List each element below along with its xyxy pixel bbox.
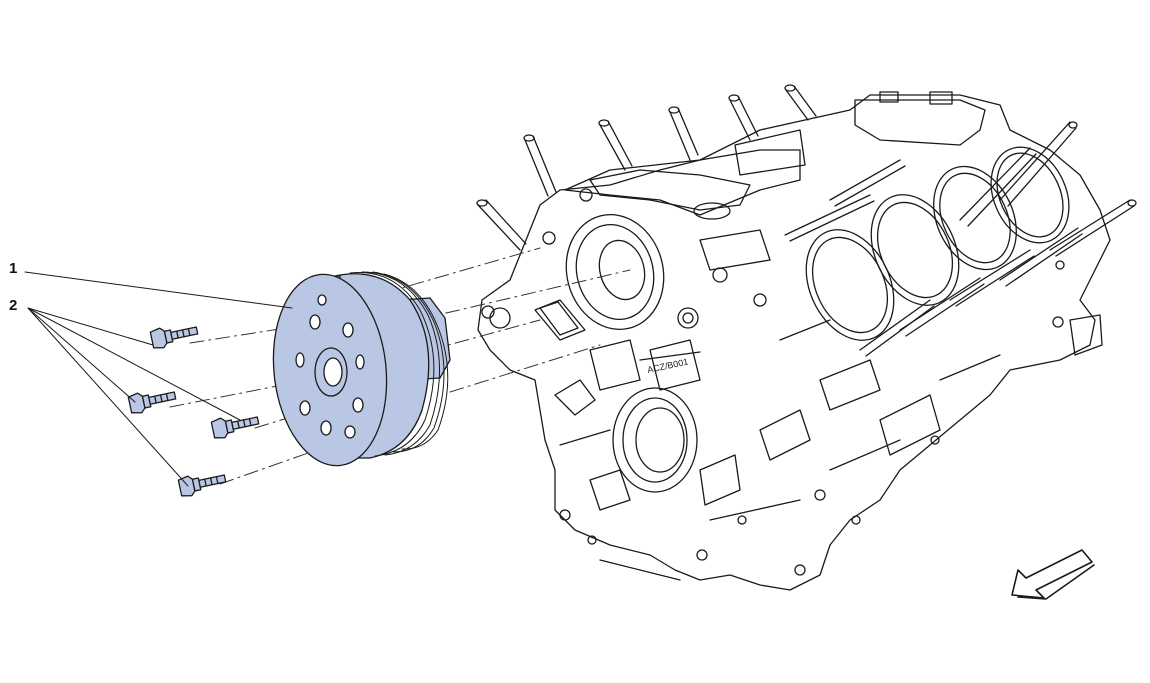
bolt	[177, 474, 227, 497]
pulley	[272, 271, 451, 467]
callout-label-2: 2	[9, 297, 18, 314]
leader-lines	[24, 271, 293, 487]
callout-label-1: 1	[9, 260, 18, 277]
bolt	[127, 391, 177, 414]
bolts	[127, 326, 260, 497]
front-direction-arrow-icon	[1011, 549, 1095, 600]
bolt	[149, 326, 199, 349]
bolt	[210, 416, 260, 439]
engine-block: ACZ/B001	[476, 84, 1137, 591]
